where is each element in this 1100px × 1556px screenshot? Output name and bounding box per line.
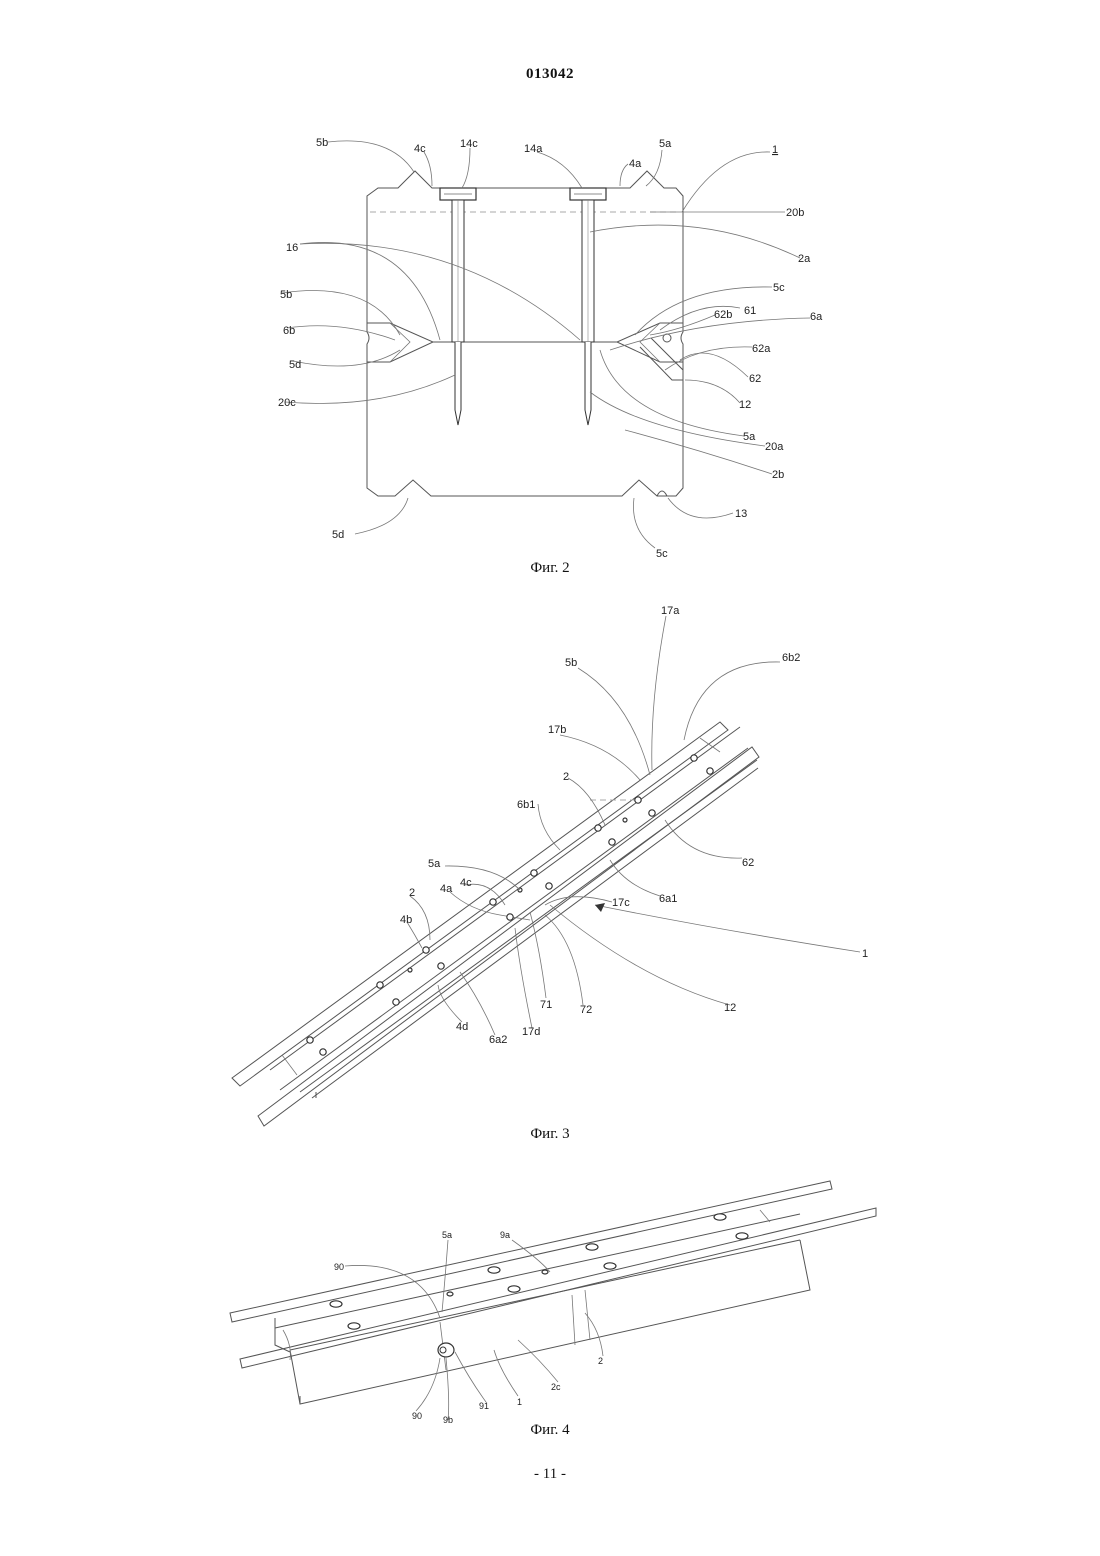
fig2-label-12: 12: [739, 399, 751, 411]
fig3-label-2-upper: 2: [563, 771, 569, 783]
fig2-label-62a: 62a: [752, 343, 771, 355]
fig3-label-6b1: 6b1: [517, 799, 535, 811]
fig2-label-5d-bot: 5d: [332, 529, 344, 541]
figure-4-caption: Фиг. 4: [0, 1422, 1100, 1439]
fig3-label-71: 71: [540, 999, 552, 1011]
fig4-label-90-bot: 90: [412, 1411, 422, 1421]
fig4-label-91: 91: [479, 1401, 489, 1411]
fig4-label-90-top: 90: [334, 1262, 344, 1272]
fig3-label-4c: 4c: [460, 877, 472, 889]
fig2-label-14c: 14c: [460, 138, 478, 150]
fig4-holes: [330, 1214, 748, 1329]
fig4-label-9a: 9a: [500, 1230, 510, 1240]
fig2-label-5a-top: 5a: [659, 138, 672, 150]
fig3-label-17d: 17d: [522, 1026, 540, 1038]
fig3-label-6b2: 6b2: [782, 652, 800, 664]
fig2-label-61: 61: [744, 305, 756, 317]
fig2-label-2a: 2a: [798, 253, 811, 265]
figure-2-drawing: 5b 4c 14c 14a 4a 5a 1 20b 16 2a 5b 5c 61…: [278, 137, 823, 560]
figure-3-drawing: 17a 5b 6b2 17b 2 6b1 62 5a 4c 4a 6a1 2 1…: [232, 605, 868, 1126]
fig2-label-6a: 6a: [810, 311, 823, 323]
fig2-label-5d-mid: 5d: [289, 359, 301, 371]
fig3-label-12: 12: [724, 1002, 736, 1014]
fig2-label-16: 16: [286, 242, 298, 254]
fig3-label-62: 62: [742, 857, 754, 869]
fig3-label-4b: 4b: [400, 914, 412, 926]
fig3-label-17b: 17b: [548, 724, 566, 736]
fig3-label-4a: 4a: [440, 883, 453, 895]
fig2-label-5c-bot: 5c: [656, 548, 668, 560]
fig3-label-1: 1: [862, 948, 868, 960]
fig3-holes: [307, 755, 713, 1055]
figure-4-drawing: 5a 9a 90 2 2c 1 91 90 9b: [230, 1181, 876, 1425]
fig2-label-5a-low: 5a: [743, 431, 756, 443]
fig2-label-14a: 14a: [524, 143, 543, 155]
fig2-label-20c: 20c: [278, 397, 296, 409]
page-number: - 11 -: [0, 1466, 1100, 1483]
fig3-label-4d: 4d: [456, 1021, 468, 1033]
fig3-label-5b: 5b: [565, 657, 577, 669]
fig3-label-72: 72: [580, 1004, 592, 1016]
fig2-label-6b: 6b: [283, 325, 295, 337]
figure-2-caption: Фиг. 2: [0, 560, 1100, 577]
fig2-label-4c: 4c: [414, 143, 426, 155]
fig3-label-6a1: 6a1: [659, 893, 677, 905]
fig3-label-6a2: 6a2: [489, 1034, 507, 1046]
fig3-label-17a: 17a: [661, 605, 680, 617]
fig2-label-5c-mid: 5c: [773, 282, 785, 294]
fig2-label-5b-mid: 5b: [280, 289, 292, 301]
fig2-label-62b: 62b: [714, 309, 732, 321]
figure-3-caption: Фиг. 3: [0, 1126, 1100, 1143]
fig4-label-5a: 5a: [442, 1230, 452, 1240]
fig4-label-2: 2: [598, 1356, 603, 1366]
fig3-label-17c: 17c: [612, 897, 630, 909]
fig2-label-1: 1: [772, 144, 778, 156]
fig2-label-2b: 2b: [772, 469, 784, 481]
fig4-label-2c: 2c: [551, 1382, 561, 1392]
fig2-label-62: 62: [749, 373, 761, 385]
fig2-label-4a: 4a: [629, 158, 642, 170]
fig4-label-1: 1: [517, 1397, 522, 1407]
fig2-label-20b: 20b: [786, 207, 804, 219]
fig3-label-2-left: 2: [409, 887, 415, 899]
fig2-label-20a: 20a: [765, 441, 784, 453]
fig3-label-5a: 5a: [428, 858, 441, 870]
fig2-label-13: 13: [735, 508, 747, 520]
fig2-label-5b-top: 5b: [316, 137, 328, 149]
